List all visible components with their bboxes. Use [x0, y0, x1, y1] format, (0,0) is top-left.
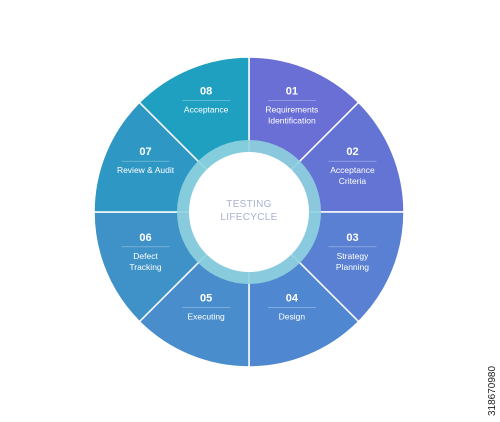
stock-id: 318670980: [485, 290, 499, 420]
segment-label-02-1: Acceptance: [330, 165, 375, 175]
labels-group: 01RequirementsIdentification02Acceptance…: [117, 86, 377, 321]
center-title-line2: LIFECYCLE: [220, 212, 277, 223]
segment-number-08: 08: [200, 86, 212, 98]
segment-label-07-1: Review & Audit: [117, 165, 175, 175]
segment-number-06: 06: [139, 232, 151, 244]
segment-label-06-2: Tracking: [129, 262, 162, 272]
segment-number-01: 01: [286, 86, 298, 98]
segment-number-07: 07: [139, 146, 151, 158]
segment-label-03-1: Strategy: [337, 251, 369, 261]
segment-number-05: 05: [200, 292, 212, 304]
center-title-line1: TESTING: [226, 199, 271, 210]
segment-label-03-2: Planning: [336, 262, 369, 272]
segment-label-04-1: Design: [279, 311, 306, 321]
segment-label-02-2: Criteria: [339, 176, 367, 186]
segment-label-05-1: Executing: [187, 311, 225, 321]
segment-label-01-2: Identification: [268, 116, 316, 126]
segment-number-02: 02: [346, 146, 358, 158]
center-circle: [189, 152, 309, 272]
segment-label-06-1: Defect: [133, 251, 158, 261]
segment-label-08-1: Acceptance: [184, 105, 229, 115]
stock-id-text: 318670980: [487, 365, 498, 416]
segment-number-03: 03: [346, 232, 358, 244]
segment-number-04: 04: [286, 292, 299, 304]
segment-label-01-1: Requirements: [265, 105, 318, 115]
